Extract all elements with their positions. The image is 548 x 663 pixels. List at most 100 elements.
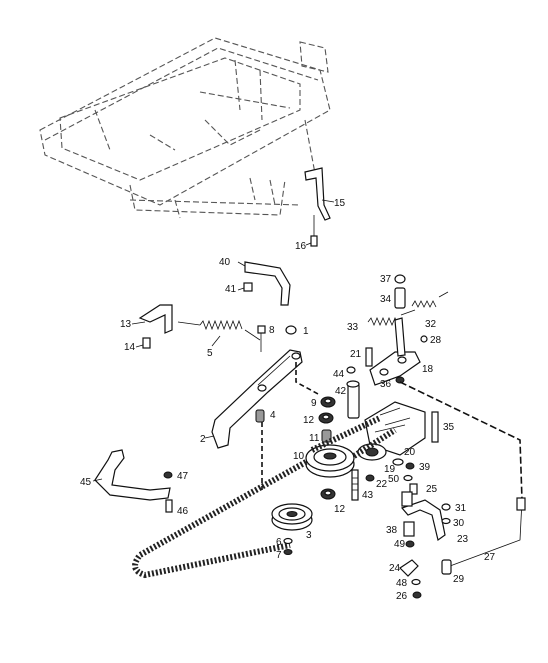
bolt-35 bbox=[431, 411, 439, 443]
nut-7 bbox=[283, 549, 293, 555]
callout-19: 19 bbox=[384, 464, 396, 475]
mower-frame bbox=[39, 37, 331, 219]
callout-35: 35 bbox=[443, 422, 455, 433]
callout-12-lower: 12 bbox=[334, 504, 346, 515]
callout-27: 27 bbox=[484, 552, 496, 563]
callout-14: 14 bbox=[124, 342, 136, 353]
callout-29: 29 bbox=[453, 574, 465, 585]
callout-2: 2 bbox=[200, 434, 206, 445]
lever-28 bbox=[394, 317, 428, 357]
bracket-45 bbox=[92, 449, 171, 501]
washer-30 bbox=[441, 517, 451, 525]
callout-32: 32 bbox=[425, 319, 437, 330]
callout-39: 39 bbox=[419, 462, 431, 473]
callout-18: 18 bbox=[422, 364, 434, 375]
nut-39 bbox=[405, 462, 415, 470]
callout-40: 40 bbox=[219, 257, 231, 268]
callout-16: 16 bbox=[295, 241, 307, 252]
bracket-13 bbox=[131, 304, 173, 334]
callout-47: 47 bbox=[177, 471, 189, 482]
callout-45: 45 bbox=[80, 477, 92, 488]
nut-49 bbox=[405, 540, 415, 548]
callout-23: 23 bbox=[457, 534, 469, 545]
washer-6 bbox=[283, 537, 293, 545]
callout-41: 41 bbox=[225, 284, 237, 295]
nut-26 bbox=[412, 591, 422, 599]
bolt-37 bbox=[394, 274, 406, 284]
callout-15: 15 bbox=[334, 198, 346, 209]
bushing-4 bbox=[255, 409, 265, 423]
nut-47 bbox=[163, 471, 173, 479]
callout-44: 44 bbox=[333, 369, 345, 380]
callout-22: 22 bbox=[376, 479, 388, 490]
callout-24: 24 bbox=[389, 563, 401, 574]
washer-50 bbox=[403, 474, 413, 482]
callout-37: 37 bbox=[380, 274, 392, 285]
callout-36: 36 bbox=[380, 379, 392, 390]
callout-28: 28 bbox=[430, 335, 442, 346]
callout-48: 48 bbox=[396, 578, 408, 589]
callout-labels: 1 2 3 4 5 6 7 8 9 10 11 12 12 13 14 15 1… bbox=[80, 198, 496, 602]
bolt-21 bbox=[365, 347, 373, 367]
idler-arm-2 bbox=[204, 349, 303, 449]
callout-38: 38 bbox=[386, 525, 398, 536]
washer-48 bbox=[411, 578, 421, 586]
spacer-34 bbox=[394, 287, 406, 309]
washer-1 bbox=[285, 325, 297, 335]
callout-42: 42 bbox=[335, 386, 347, 397]
bracket-18 bbox=[369, 351, 421, 386]
callout-11: 11 bbox=[309, 433, 320, 444]
bearing-12-lower bbox=[320, 488, 336, 500]
callout-25: 25 bbox=[426, 484, 438, 495]
callout-6: 6 bbox=[276, 537, 282, 548]
callout-12-upper: 12 bbox=[303, 415, 315, 426]
callout-31: 31 bbox=[455, 503, 467, 514]
bolt-14 bbox=[135, 337, 151, 349]
bolt-31 bbox=[441, 503, 451, 511]
callout-33: 33 bbox=[347, 322, 359, 333]
callout-8: 8 bbox=[269, 325, 275, 336]
pulley-3 bbox=[271, 503, 313, 531]
pulley-10 bbox=[305, 444, 355, 478]
nut-22 bbox=[365, 474, 375, 482]
bolt-25 bbox=[409, 483, 418, 495]
bolt-46 bbox=[165, 499, 173, 513]
callout-46: 46 bbox=[177, 506, 189, 517]
callout-9: 9 bbox=[311, 398, 317, 409]
callout-7: 7 bbox=[276, 550, 282, 561]
washer-20 bbox=[392, 458, 404, 466]
callout-26: 26 bbox=[396, 591, 408, 602]
bracket-15 bbox=[304, 167, 335, 236]
bolt-41 bbox=[237, 282, 253, 292]
bolt-8 bbox=[257, 325, 266, 352]
callout-1: 1 bbox=[303, 326, 309, 337]
callout-49: 49 bbox=[394, 539, 406, 550]
axis-dash-2 bbox=[295, 362, 321, 396]
fitting-29 bbox=[441, 559, 452, 575]
callout-4: 4 bbox=[270, 410, 276, 421]
callout-3: 3 bbox=[306, 530, 312, 541]
nut-36 bbox=[395, 376, 405, 384]
bolt-43 bbox=[351, 469, 359, 501]
bearing-9 bbox=[320, 396, 336, 408]
callout-43: 43 bbox=[362, 490, 374, 501]
bracket-40 bbox=[237, 261, 291, 306]
bearing-12-upper bbox=[318, 412, 334, 424]
callout-5: 5 bbox=[207, 348, 213, 359]
spring-33 bbox=[367, 309, 416, 327]
callout-30: 30 bbox=[453, 518, 465, 529]
clip-24 bbox=[399, 559, 419, 577]
bolt-16 bbox=[305, 235, 318, 247]
bolt-38 bbox=[403, 521, 415, 537]
bolt-44 bbox=[346, 366, 356, 374]
callout-21: 21 bbox=[350, 349, 362, 360]
spring-5 bbox=[177, 319, 261, 347]
callout-34: 34 bbox=[380, 294, 392, 305]
cable-27 bbox=[399, 381, 526, 567]
callout-13: 13 bbox=[120, 319, 132, 330]
callout-10: 10 bbox=[293, 451, 305, 462]
callout-20: 20 bbox=[404, 447, 416, 458]
brake-arm-23 bbox=[400, 491, 446, 542]
